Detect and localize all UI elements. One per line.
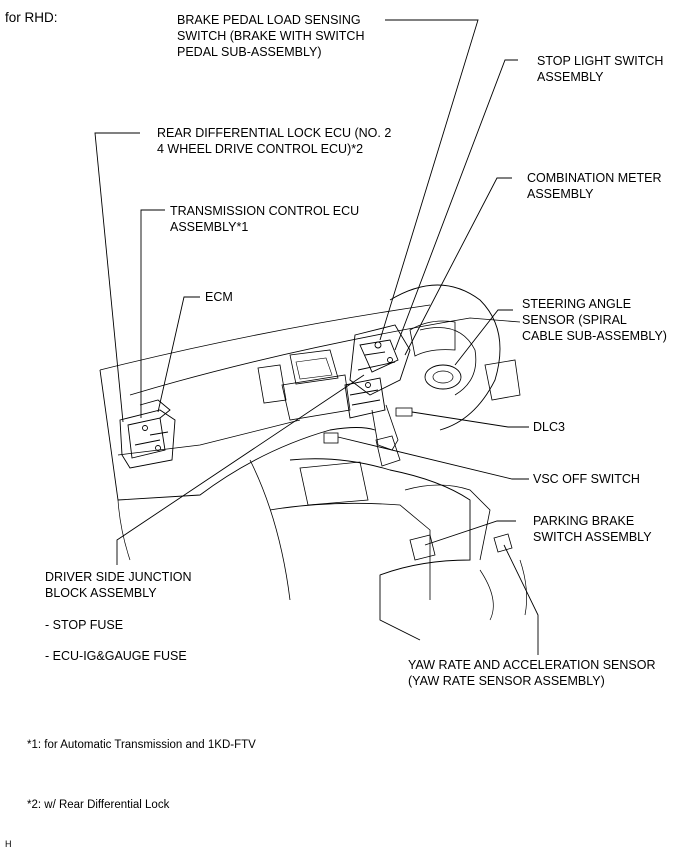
steering-wheel-inner — [419, 327, 477, 396]
dash-upper-curve — [129, 317, 521, 396]
label-line: TRANSMISSION CONTROL ECU — [170, 204, 360, 218]
center-console — [289, 458, 471, 641]
center-vent-inner — [295, 357, 333, 380]
label-steering-angle-sensor: STEERING ANGLE SENSOR (SPIRAL CABLE SUB-… — [522, 296, 667, 344]
label-combination-meter: COMBINATION METER ASSEMBLY — [527, 170, 662, 202]
label-line: - ECU-IG&GAUGE FUSE — [45, 649, 187, 663]
label-line: PEDAL SUB-ASSEMBLY) — [177, 45, 322, 59]
label-line: BRAKE PEDAL LOAD SENSING — [177, 13, 361, 27]
corner-mark: H — [5, 839, 12, 849]
leader-lines — [94, 19, 539, 655]
label-dlc3: DLC3 — [533, 419, 565, 435]
footnote-1: *1: for Automatic Transmission and 1KD-F… — [27, 739, 256, 751]
parking-brake-lever — [409, 534, 436, 561]
dash-lower-edge — [117, 419, 301, 456]
spiral-cable-inner — [432, 370, 454, 384]
steering-wheel-outer — [389, 284, 501, 431]
ecu-cluster-left — [119, 399, 176, 469]
label-brake-pedal-load-sensing-switch: BRAKE PEDAL LOAD SENSING SWITCH (BRAKE W… — [177, 12, 365, 60]
label-parking-brake-switch: PARKING BRAKE SWITCH ASSEMBLY — [533, 513, 652, 545]
label-stop-fuse: - STOP FUSE — [45, 617, 123, 633]
label-ecu-ig-gauge-fuse: - ECU-IG&GAUGE FUSE — [45, 648, 187, 664]
label-line: PARKING BRAKE — [533, 514, 635, 528]
left-vent — [257, 364, 287, 404]
label-line: VSC OFF SWITCH — [533, 472, 640, 486]
audio-panel — [281, 374, 351, 421]
label-rear-differential-lock-ecu: REAR DIFFERENTIAL LOCK ECU (NO. 2 4 WHEE… — [157, 125, 391, 157]
center-vent — [289, 349, 339, 385]
label-line: ASSEMBLY — [527, 187, 594, 201]
label-ecm: ECM — [205, 289, 233, 305]
label-line: SENSOR (SPIRAL — [522, 313, 627, 327]
label-line: ASSEMBLY — [537, 70, 604, 84]
label-line: SWITCH (BRAKE WITH SWITCH — [177, 29, 365, 43]
label-line: YAW RATE AND ACCELERATION SENSOR — [408, 658, 656, 672]
console-tray — [299, 461, 369, 506]
label-line: STOP LIGHT SWITCH — [537, 54, 664, 68]
label-vsc-off-switch: VSC OFF SWITCH — [533, 471, 640, 487]
label-line: ECM — [205, 290, 233, 304]
label-yaw-rate-sensor: YAW RATE AND ACCELERATION SENSOR (YAW RA… — [408, 657, 656, 689]
pedal-switch-cluster — [344, 324, 411, 419]
label-line: 4 WHEEL DRIVE CONTROL ECU)*2 — [157, 142, 364, 156]
console-side — [249, 459, 291, 601]
label-line: REAR DIFFERENTIAL LOCK ECU (NO. 2 — [157, 126, 392, 140]
footnote-2: *2: w/ Rear Differential Lock — [27, 799, 170, 811]
label-line: ASSEMBLY*1 — [170, 220, 249, 234]
meter-cluster — [409, 320, 456, 357]
left-floor — [117, 499, 131, 561]
spiral-cable — [424, 364, 462, 390]
label-line: SWITCH ASSEMBLY — [533, 530, 652, 544]
console-right-arm — [404, 484, 491, 561]
label-line: BLOCK ASSEMBLY — [45, 586, 157, 600]
right-vent — [484, 359, 521, 401]
label-driver-side-junction-block: DRIVER SIDE JUNCTION BLOCK ASSEMBLY — [45, 569, 192, 601]
floor-right-2 — [519, 559, 527, 616]
label-line: (YAW RATE SENSOR ASSEMBLY) — [408, 674, 605, 688]
dash-top-curve — [99, 304, 431, 371]
header-text: for RHD: — [5, 10, 58, 26]
label-transmission-control-ecu: TRANSMISSION CONTROL ECU ASSEMBLY*1 — [170, 203, 359, 235]
label-line: - STOP FUSE — [45, 618, 124, 632]
label-line: DLC3 — [533, 420, 565, 434]
label-line: DRIVER SIDE JUNCTION — [45, 570, 192, 584]
dash-outline — [99, 369, 376, 501]
label-line: CABLE SUB-ASSEMBLY) — [522, 329, 667, 343]
label-line: COMBINATION METER — [527, 171, 662, 185]
brake-pedal-pad — [375, 435, 401, 467]
dlc3-connector — [395, 407, 413, 417]
header-text-value: for RHD: — [5, 10, 58, 25]
yaw-rate-sensor — [493, 533, 513, 553]
console-lower — [269, 502, 431, 600]
vsc-off-switch — [323, 432, 339, 444]
floor-right — [479, 569, 494, 621]
label-stop-light-switch: STOP LIGHT SWITCH ASSEMBLY — [537, 53, 663, 85]
label-line: STEERING ANGLE — [522, 297, 632, 311]
